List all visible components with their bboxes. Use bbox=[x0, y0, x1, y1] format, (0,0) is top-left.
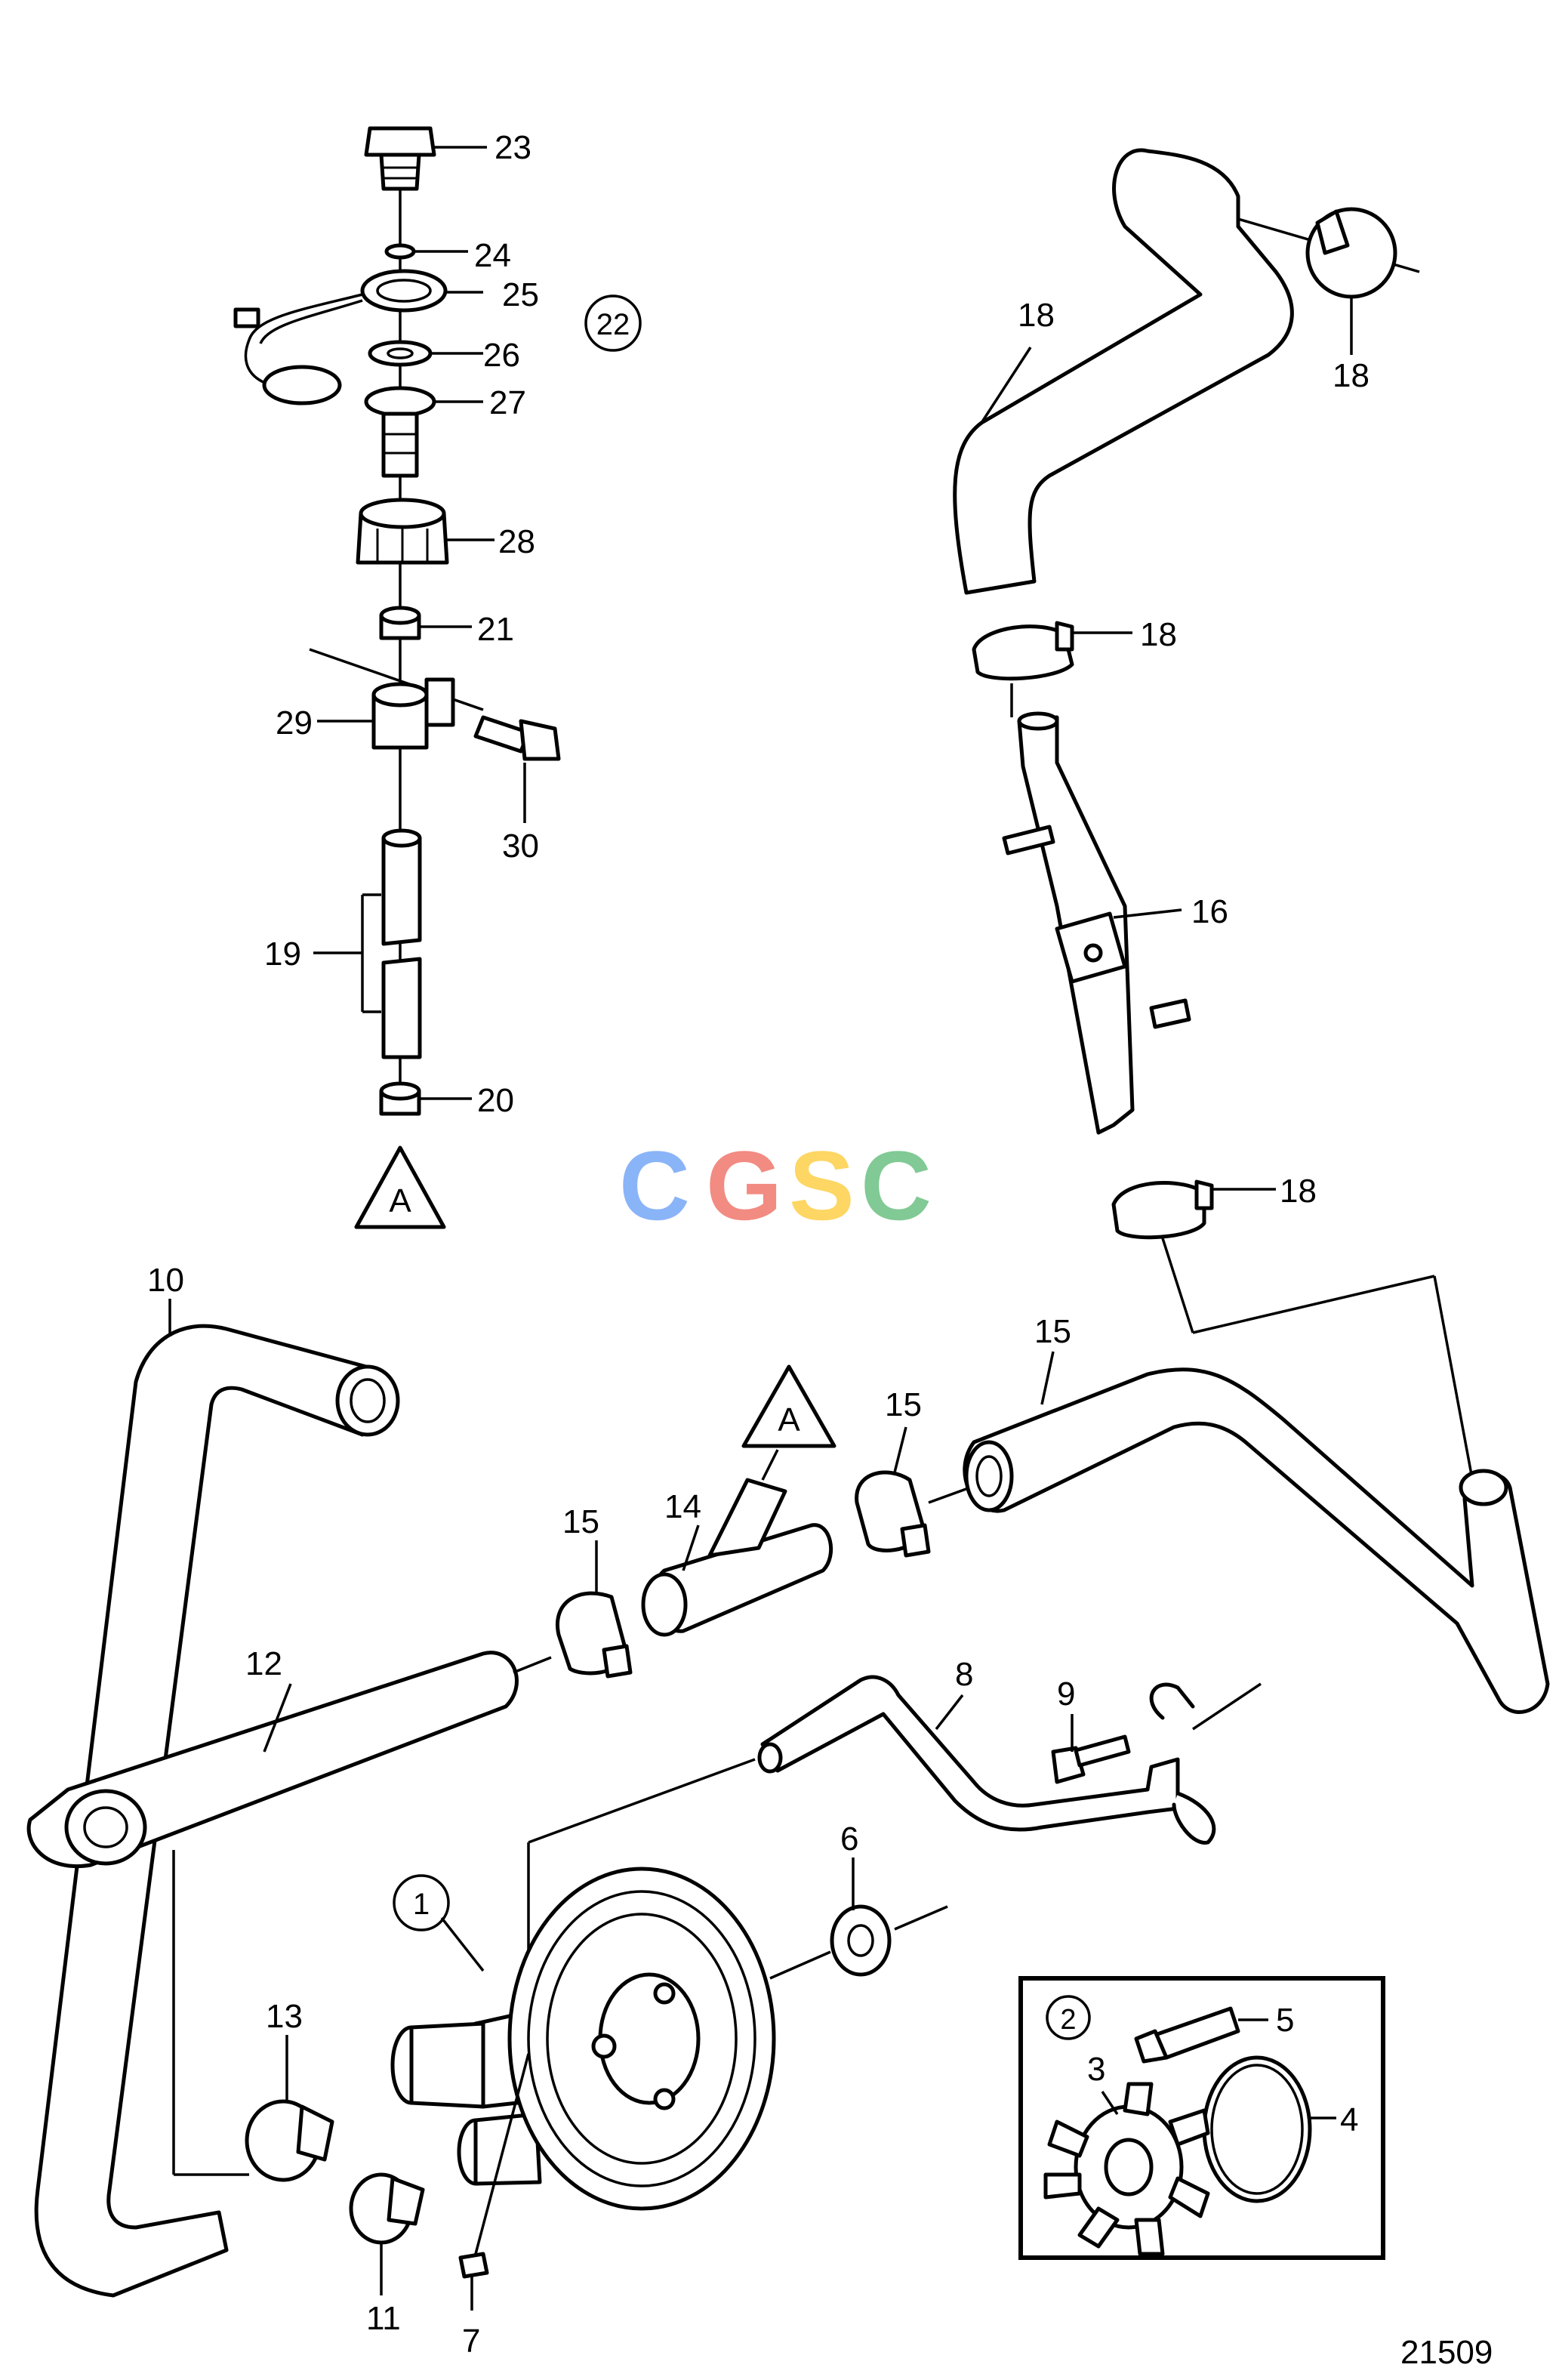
part-19-hose bbox=[953, 148, 1294, 595]
part-3-impeller bbox=[1043, 2082, 1210, 2256]
repeated-callouts: 15 18 bbox=[885, 1386, 922, 1423]
callout-18-lower-clamp: 18 bbox=[1280, 1173, 1317, 1210]
callout-numbers: 23 24 25 22 26 27 28 21 29 30 19 20 18 1… bbox=[147, 129, 1493, 2371]
callout-1: 1 bbox=[413, 1888, 430, 1921]
watermark-letter: G bbox=[706, 1130, 782, 1241]
cgsc-watermark-logo: C G S C bbox=[619, 1130, 932, 1241]
callout-8: 8 bbox=[955, 1656, 973, 1693]
callout-15-a: 15 bbox=[562, 1503, 599, 1540]
callout-28: 26 bbox=[483, 337, 520, 374]
part-27-cap-ring bbox=[360, 269, 448, 313]
part-28-washer bbox=[368, 340, 433, 367]
part-12-hose bbox=[26, 1651, 519, 1868]
impeller-kit-box bbox=[1018, 1976, 1385, 2260]
part-4-o-ring bbox=[1202, 2055, 1312, 2203]
callout-2: 2 bbox=[1060, 2004, 1076, 2036]
part-26-o-ring bbox=[384, 243, 416, 260]
part-29-hose-nipple bbox=[364, 386, 436, 418]
callout-11: 11 bbox=[366, 2300, 401, 2337]
leader-lines bbox=[168, 146, 1353, 2311]
callout-12: 12 bbox=[245, 1645, 282, 1682]
callout-16: 15 bbox=[1034, 1313, 1071, 1350]
duplicate-callouts: 15 15 bbox=[562, 1503, 599, 1540]
part-10-hose bbox=[34, 1324, 368, 2298]
figure-id: 21509 bbox=[1400, 2334, 1493, 2371]
callout-17: 16 bbox=[1191, 893, 1228, 930]
callout-32: 30 bbox=[502, 828, 539, 865]
callout-29: 27 bbox=[489, 384, 526, 421]
part-8-pipe bbox=[760, 1675, 1180, 1832]
circled-callouts bbox=[393, 294, 1091, 2040]
reference-marker-label: A bbox=[389, 1182, 411, 1219]
part-16-hose bbox=[963, 1367, 1550, 1714]
part-6-seal bbox=[830, 1904, 892, 1977]
reference-marker-a-lower bbox=[741, 1364, 836, 1448]
callout-22: 20 bbox=[477, 1082, 514, 1119]
callout-9: 9 bbox=[1057, 1676, 1075, 1713]
part-18-hose-clamp-lower bbox=[1111, 1181, 1206, 1240]
callout-4: 4 bbox=[1340, 2101, 1358, 2138]
callout-3: 3 bbox=[1087, 2051, 1105, 2088]
part-7-screw bbox=[458, 2252, 489, 2279]
sea-water-pump-assembly: A bbox=[26, 1324, 1550, 2298]
callout-27: 25 bbox=[502, 276, 539, 313]
callout-23: 21 bbox=[477, 611, 514, 648]
callout-31: 29 bbox=[276, 704, 313, 741]
callout-13: 13 bbox=[266, 1998, 303, 2035]
callout-7: 7 bbox=[462, 2323, 480, 2360]
part-25-drain-plug bbox=[364, 126, 436, 157]
callout-26: 24 bbox=[474, 237, 511, 274]
watermark-letter: C bbox=[861, 1130, 932, 1241]
kit-frame bbox=[1018, 1976, 1385, 2260]
callout-21: 19 bbox=[264, 936, 301, 973]
drain-assembly: A bbox=[233, 126, 561, 1229]
callout-25: 23 bbox=[495, 129, 531, 166]
callout-24: 22 bbox=[596, 308, 630, 341]
part-5-grease-tube bbox=[1153, 2006, 1240, 2060]
reference-marker-label: A bbox=[778, 1401, 800, 1438]
upper-right-hose-assembly bbox=[953, 148, 1477, 1500]
callout-14: 14 bbox=[664, 1488, 701, 1525]
part-21-hose-sections bbox=[313, 828, 422, 1059]
callout-5: 5 bbox=[1276, 2002, 1294, 2039]
callout-19: 18 bbox=[1018, 297, 1055, 334]
callout-10: 10 bbox=[147, 1262, 184, 1299]
part-32-bolt bbox=[473, 715, 531, 754]
watermark-letter: S bbox=[789, 1130, 855, 1241]
callout-18-upper-clamp: 18 bbox=[1140, 616, 1177, 653]
reference-marker-a-upper bbox=[354, 1145, 446, 1229]
watermark-letter: C bbox=[619, 1130, 690, 1241]
callout-15-right-label: 15 bbox=[885, 1386, 922, 1423]
callout-20: 18 bbox=[1333, 357, 1370, 394]
callout-30: 28 bbox=[498, 523, 535, 560]
callout-6: 6 bbox=[840, 1820, 858, 1857]
